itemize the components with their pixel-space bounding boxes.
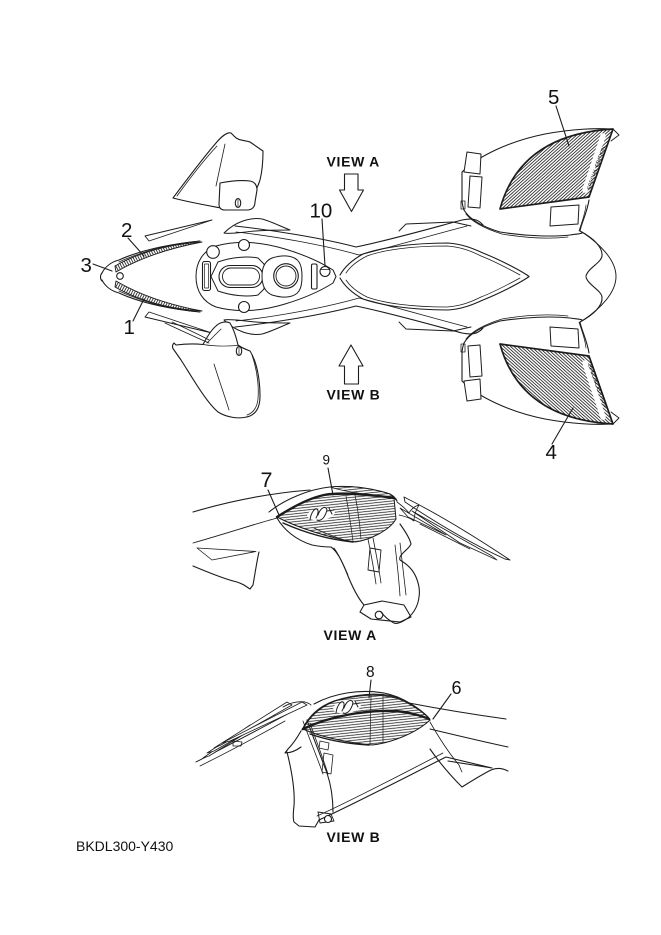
svg-text:VIEW B: VIEW B [327,829,381,845]
svg-text:10: 10 [310,200,333,223]
svg-text:1: 1 [124,316,135,339]
svg-text:5: 5 [548,86,559,109]
svg-text:3: 3 [81,254,92,277]
svg-text:VIEW B: VIEW B [327,387,381,403]
svg-text:6: 6 [452,678,462,698]
svg-text:9: 9 [323,453,331,468]
svg-text:VIEW A: VIEW A [324,627,377,643]
svg-text:4: 4 [546,441,557,464]
svg-text:VIEW A: VIEW A [327,154,380,170]
svg-text:BKDL300-Y430: BKDL300-Y430 [76,838,174,854]
svg-text:8: 8 [366,664,375,681]
svg-text:2: 2 [121,219,132,242]
svg-text:7: 7 [261,468,273,492]
